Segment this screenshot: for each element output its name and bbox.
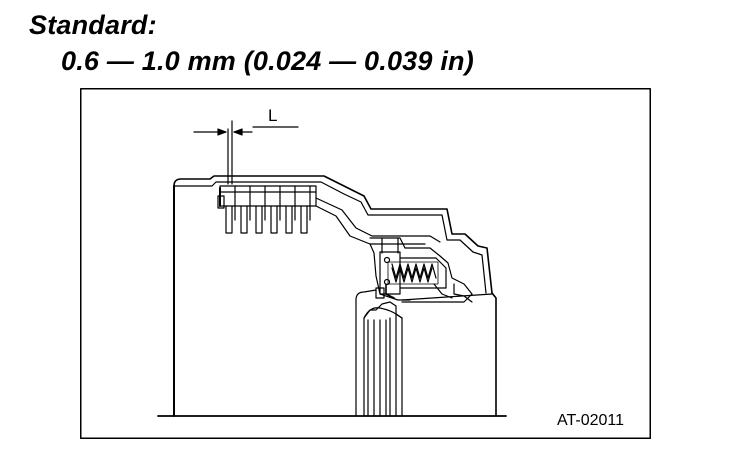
clutch-housing	[173, 175, 497, 417]
clutch-clearance-diagram: L	[80, 88, 651, 439]
figure-frame	[80, 88, 651, 439]
inner-hub	[355, 289, 493, 417]
dimension-label-l: L	[268, 106, 277, 125]
clearance-dimension-l	[193, 120, 299, 185]
retaining-plate	[217, 187, 225, 209]
return-spring	[387, 261, 439, 285]
clutch-plate-pack	[219, 185, 441, 245]
piston-seals	[375, 283, 473, 303]
figure-code: AT-02011	[557, 412, 624, 429]
piston-assembly	[369, 237, 473, 301]
spec-heading: Standard:	[29, 10, 157, 40]
spec-value: 0.6 — 1.0 mm (0.024 — 0.039 in)	[61, 46, 474, 76]
